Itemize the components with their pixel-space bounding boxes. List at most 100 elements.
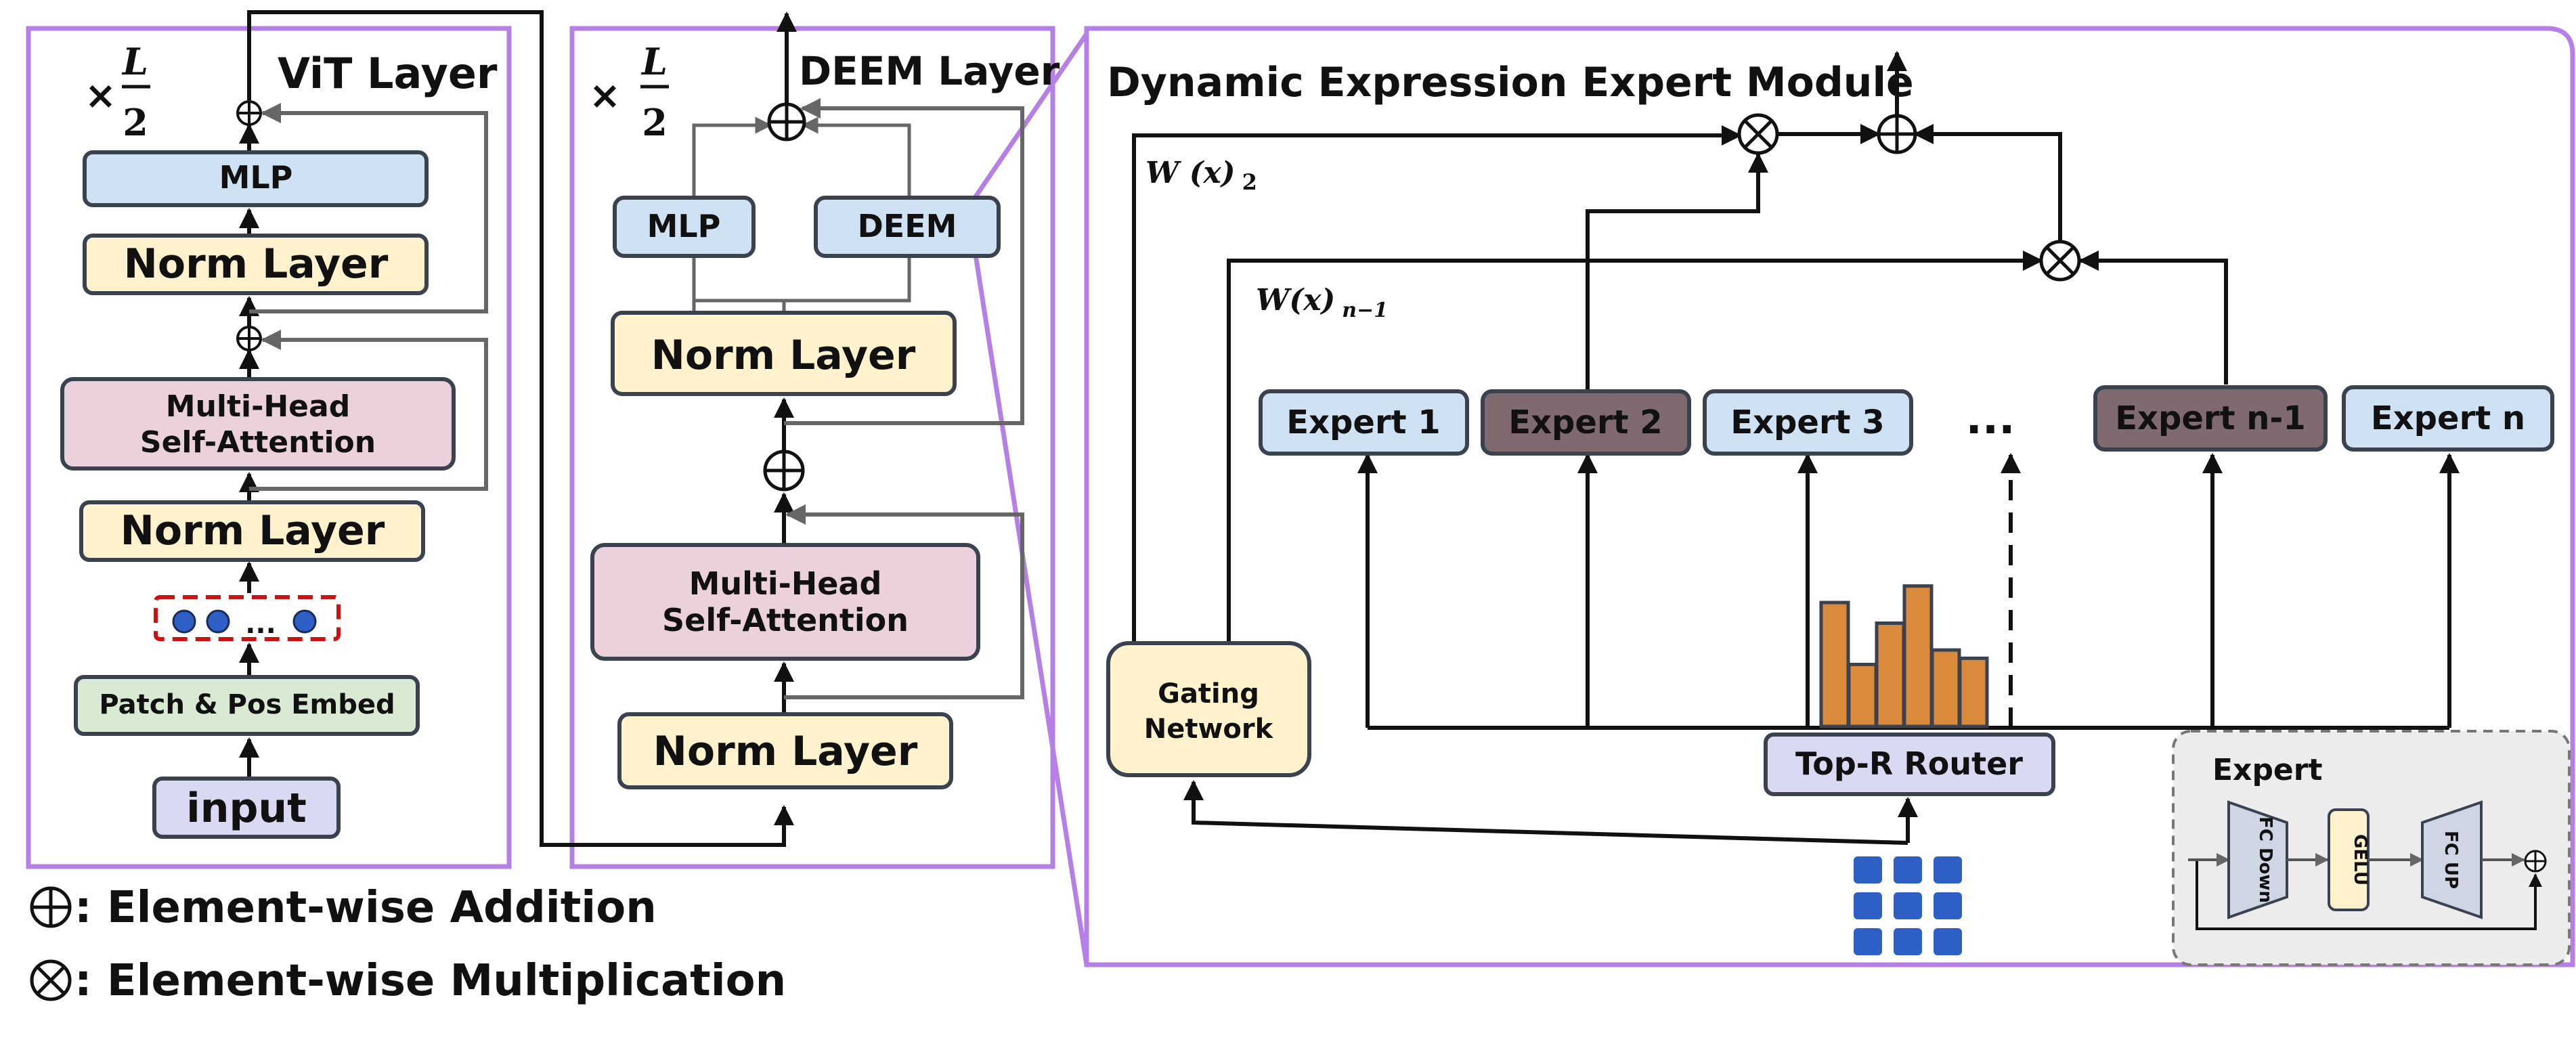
expert-label-3: Expert 3: [1730, 403, 1884, 441]
zoom-line-bottom: [972, 250, 1089, 965]
mul2-to-add: [1913, 124, 2062, 240]
wn1-sub: n−1: [1342, 299, 1388, 322]
token-cell: [1894, 856, 1922, 883]
expert-box-3: [1703, 389, 1913, 456]
gating-line2: Network: [1144, 714, 1274, 745]
w2-path: [1132, 125, 1742, 643]
deem-norm-top-box: [611, 311, 957, 396]
router-score-bar: [1819, 601, 1850, 728]
router-score-histogram: [1819, 584, 1989, 728]
token-cell: [1854, 856, 1882, 883]
expert-inset: Expert FC Down GELU FC UP: [2172, 730, 2571, 966]
router-score-bar: [1958, 656, 1989, 728]
vit-input-box: [152, 777, 341, 839]
wn1-label: W(x) n−1: [1256, 283, 1388, 322]
deem-norm-bottom-box: [617, 712, 953, 789]
wn1-main: W(x): [1256, 283, 1335, 318]
deem-residual-upper: [784, 98, 1024, 425]
vit-norm-bottom-label: Norm Layer: [121, 507, 385, 554]
expert-module: Dynamic Expression Expert Module W (x)2 …: [1106, 51, 2571, 966]
router-score-bar: [1875, 621, 1906, 728]
vit-token-group: [154, 595, 341, 641]
vit-layer: × L 2 ViT Layer MLP Norm Layer Multi-Hea…: [60, 10, 794, 847]
w2-main: W (x): [1145, 156, 1236, 190]
vit-multiplier: ×: [85, 74, 116, 118]
vit-norm-top-box: [83, 234, 429, 295]
legend-add-label: : Element-wise Addition: [74, 883, 657, 933]
legend: : Element-wise Addition : Element-wise M…: [30, 883, 786, 1006]
tokens-to-gating: [1183, 780, 1908, 845]
legend-mul-b: [36, 965, 66, 995]
vit-residual-1: [249, 330, 488, 491]
module-panel: [1084, 26, 2575, 967]
vit-attn-box: [60, 377, 456, 471]
deem-norm-top-label: Norm Layer: [651, 332, 916, 379]
inset-fc-up-shape: [2421, 800, 2483, 919]
deem-norm-bottom-label: Norm Layer: [653, 728, 918, 775]
vit-mlp-box: [83, 150, 429, 207]
vit-token-n: [292, 609, 317, 634]
expert-box-n1: [2093, 385, 2328, 452]
wn1-path: [1227, 250, 2043, 643]
gating-line1: Gating: [1158, 678, 1259, 709]
deem-frac-num: L: [640, 40, 668, 83]
module-title: Dynamic Expression Expert Module: [1107, 59, 1914, 106]
deem-deem-label: DEEM: [858, 208, 957, 244]
deem-attn-line2: Self-Attention: [662, 602, 909, 638]
deem-mlp-to-add: [692, 116, 772, 198]
top-r-router-label: Top-R Router: [1795, 745, 2023, 782]
w2-sub: 2: [1242, 169, 1257, 195]
expert2-out: [1586, 152, 1768, 391]
deem-title: DEEM Layer: [799, 48, 1060, 94]
expert-label-n1: Expert n-1: [2115, 399, 2305, 437]
vit-norm-top-label: Norm Layer: [124, 240, 389, 288]
vit-link-to-deem: [247, 10, 794, 847]
deem-layer-panel: [569, 26, 1055, 869]
inset-fc-down-shape: [2227, 800, 2288, 919]
vit-patch-box: [74, 675, 420, 736]
vit-token-2: [206, 609, 230, 634]
expert-dots: ...: [1966, 394, 2015, 444]
expert-box-n: [2342, 385, 2554, 452]
deem-mlp-label: MLP: [647, 208, 721, 244]
deem-residual-lower: [784, 504, 1024, 699]
expert-label-2: Expert 2: [1508, 403, 1662, 441]
deem-multiplier: ×: [589, 74, 621, 118]
deem-mlp-box: [613, 196, 756, 258]
vit-title: ViT Layer: [278, 49, 498, 98]
inset-fc-down-label: FC Down: [2255, 816, 2275, 903]
deem-layer: × L 2 DEEM Layer MLP DEEM Norm Layer Mul…: [589, 12, 1060, 789]
vit-residual-2: [249, 103, 488, 313]
vit-norm-bottom-box: [79, 500, 425, 562]
deem-deem-box: [814, 196, 1001, 258]
vit-token-ellipsis: ...: [245, 609, 276, 640]
router-score-bar: [1847, 663, 1878, 728]
deem-attn-line1: Multi-Head: [689, 565, 882, 602]
inset-residual: [2196, 860, 2542, 930]
mul-2-b: [2045, 246, 2075, 276]
token-grid: [1854, 856, 1962, 955]
token-cell: [1894, 928, 1922, 955]
token-cell: [1934, 928, 1962, 955]
vit-mlp-label: MLP: [219, 159, 293, 196]
legend-mul-label: : Element-wise Multiplication: [74, 956, 786, 1006]
expert-label-n: Expert n: [2371, 399, 2525, 437]
expert-box-1: [1259, 389, 1469, 456]
router-score-bar: [1902, 584, 1934, 728]
vit-panel: [26, 26, 512, 869]
deem-branch-mlp-in: [692, 256, 911, 313]
token-cell: [1854, 928, 1882, 955]
deem-frac-den: 2: [642, 101, 668, 144]
vit-attn-line2: Self-Attention: [140, 425, 376, 460]
expertn1-out: [2078, 250, 2228, 385]
token-cell: [1934, 892, 1962, 919]
mul-1-b: [1743, 119, 1773, 149]
expert-box-2: [1481, 389, 1691, 456]
token-cell: [1854, 892, 1882, 919]
vit-input-label: input: [186, 785, 307, 832]
deem-attn-box: [590, 543, 980, 661]
expert-inset-title: Expert: [2212, 753, 2323, 787]
vit-patch-label: Patch & Pos Embed: [99, 689, 395, 720]
token-cell: [1934, 856, 1962, 883]
